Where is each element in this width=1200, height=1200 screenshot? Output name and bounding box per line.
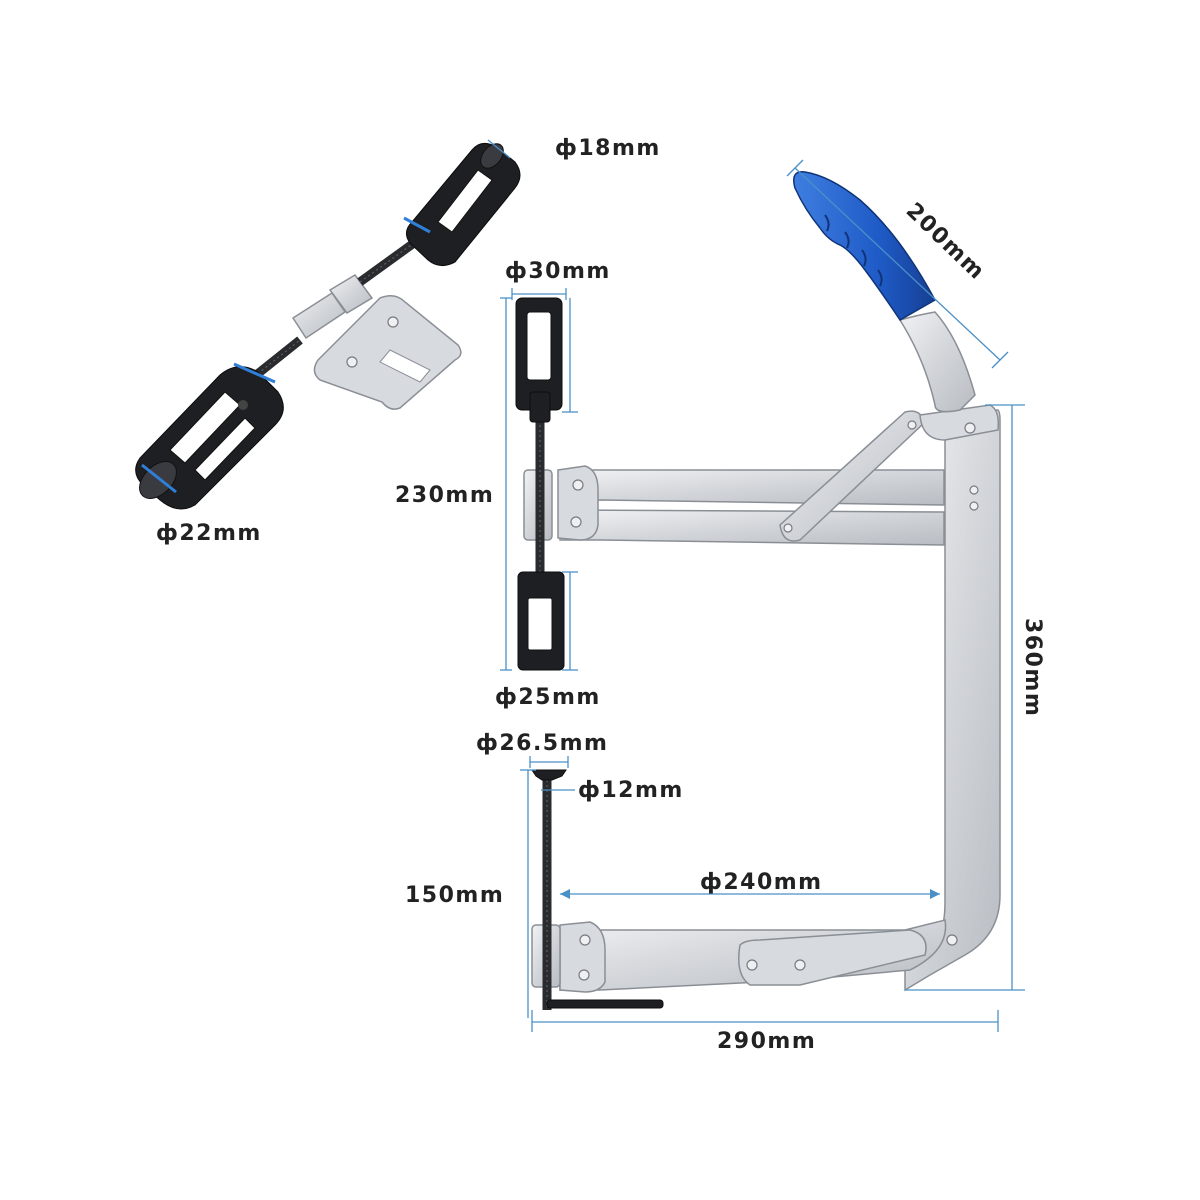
top-cup-30 <box>515 297 563 423</box>
t-handle-bar <box>546 999 664 1009</box>
accent-arrow <box>233 362 276 384</box>
upper-mount-plate <box>557 465 599 541</box>
grip-ridge-1 <box>824 214 830 232</box>
lower-top-pad <box>531 769 567 781</box>
rivet <box>969 501 979 511</box>
rivet <box>579 934 591 946</box>
detached-adapter <box>135 139 521 510</box>
frame-upper-arm <box>559 469 945 506</box>
handle-grip <box>793 171 937 321</box>
frame-bottom-plate <box>738 929 927 986</box>
label-240mm: ф240mm <box>700 870 823 895</box>
detached-coupling <box>291 291 347 340</box>
rivet <box>946 934 958 946</box>
label-230mm: 230mm <box>395 483 494 508</box>
arrowhead <box>930 889 940 899</box>
detached-bracket-slot <box>379 349 431 383</box>
cage-22-hole <box>238 400 248 410</box>
rivet <box>964 422 976 434</box>
rivet <box>746 959 758 971</box>
cage-22-window-2 <box>194 417 256 481</box>
rivet <box>346 356 358 368</box>
dimension-lines <box>500 159 1025 1032</box>
accent-arrow <box>487 139 511 159</box>
detached-cage-22 <box>135 366 284 510</box>
label-150mm: 150mm <box>405 883 504 908</box>
top-cup-window <box>526 311 552 381</box>
label-12mm: ф12mm <box>578 778 684 803</box>
lower-mount-plate <box>559 921 606 993</box>
cage-18-opening <box>480 143 504 169</box>
label-25mm: ф25mm <box>495 685 601 710</box>
label-290mm: 290mm <box>717 1029 816 1054</box>
rivet <box>783 523 793 533</box>
top-cup-nut <box>529 391 551 423</box>
grip-ridge-4 <box>877 269 883 287</box>
accent-arrow <box>141 463 177 494</box>
rivet <box>969 485 979 495</box>
upper-adapter-assembly <box>515 297 599 671</box>
rivet <box>794 959 806 971</box>
grip-ridge-3 <box>861 249 867 267</box>
frame-vertical-bar <box>904 409 1001 992</box>
bottom-cup-25 <box>517 571 565 671</box>
rivet <box>572 479 584 491</box>
label-22mm: ф22mm <box>156 521 262 546</box>
rivet <box>387 316 399 328</box>
grip-ridge-2 <box>844 231 850 249</box>
lower-screw-assembly <box>531 769 664 1010</box>
rivet <box>570 516 582 528</box>
handle <box>793 171 976 413</box>
label-18mm: ф18mm <box>555 136 661 161</box>
label-26-5mm: ф26.5mm <box>476 731 608 756</box>
handle-shaft <box>898 311 976 413</box>
label-30mm: ф30mm <box>505 259 611 284</box>
rivets <box>746 420 979 971</box>
tick <box>786 159 804 177</box>
c-frame <box>559 404 1001 992</box>
detached-collar <box>328 274 374 314</box>
dim-line-200 <box>794 167 1001 361</box>
frame-lower-arm <box>559 509 945 546</box>
cage-18-window <box>437 169 493 233</box>
frame-hinge-plate <box>919 404 1000 441</box>
bottom-cup-window <box>527 597 553 651</box>
tick <box>991 351 1009 369</box>
label-360mm: 360mm <box>1020 618 1045 717</box>
rivet <box>907 420 917 430</box>
arrowhead <box>560 889 570 899</box>
accent-arrow <box>403 216 431 234</box>
detached-cage-18 <box>406 143 521 266</box>
rivet <box>578 969 590 981</box>
